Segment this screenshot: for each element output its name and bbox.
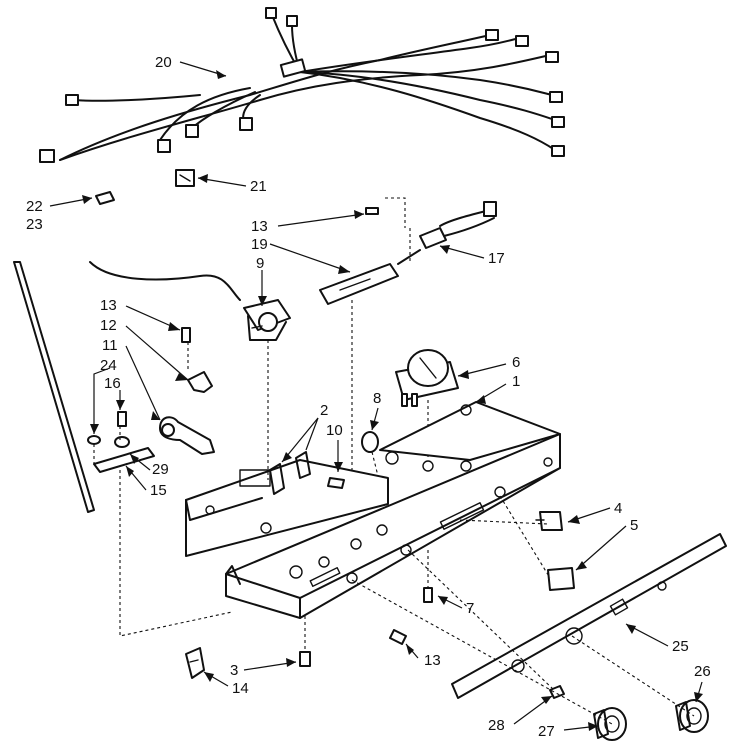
callout-23: 23 — [26, 216, 43, 233]
callout-29: 29 — [152, 461, 169, 478]
callout-27: 27 — [538, 723, 555, 740]
knob-26 — [675, 699, 709, 733]
callout-22: 22 — [26, 198, 43, 215]
callout-20: 20 — [155, 54, 172, 71]
screw-10 — [327, 477, 345, 489]
knob-insert — [361, 431, 379, 453]
assembly-lines — [93, 228, 695, 725]
callout-21: 21 — [250, 178, 267, 195]
callout-8: 8 — [373, 390, 381, 407]
callout-17: 17 — [488, 250, 505, 267]
callout-6: 6 — [512, 354, 520, 371]
callout-13-left: 13 — [100, 297, 117, 314]
control-rod — [13, 261, 95, 513]
callout-10: 10 — [326, 422, 343, 439]
callout-7: 7 — [466, 600, 474, 617]
callout-4: 4 — [614, 500, 622, 517]
callout-25: 25 — [672, 638, 689, 655]
callout-28: 28 — [488, 717, 505, 734]
callout-19: 19 — [251, 236, 268, 253]
knob-27 — [593, 707, 627, 741]
callout-14: 14 — [232, 680, 249, 697]
screw-7 — [423, 550, 433, 603]
callout-26: 26 — [694, 663, 711, 680]
callout-2: 2 — [320, 402, 328, 419]
callout-12: 12 — [100, 317, 117, 334]
callout-24: 24 — [100, 357, 117, 374]
thermostat — [89, 261, 291, 341]
wiring-harness — [39, 7, 565, 163]
callout-16: 16 — [104, 375, 121, 392]
callout-11: 11 — [102, 337, 118, 354]
control-housing — [185, 401, 561, 619]
defrost-timer — [395, 349, 459, 460]
screw-3 — [299, 616, 311, 667]
control-panel — [451, 533, 727, 699]
callout-13-top: 13 — [251, 218, 268, 235]
callout-5: 5 — [630, 517, 638, 534]
small-clip — [95, 191, 115, 205]
callout-3: 3 — [230, 662, 238, 679]
callout-1: 1 — [512, 373, 520, 390]
bulb-assembly — [319, 197, 497, 305]
switch-5 — [547, 567, 575, 591]
callout-labels: 20 21 22 23 13 19 17 9 13 12 11 24 16 6 … — [26, 54, 711, 740]
callout-9: 9 — [256, 255, 264, 272]
leader-lines — [49, 61, 703, 731]
cam-bracket-assembly — [87, 327, 215, 473]
wire-clip — [175, 169, 195, 187]
switch-4 — [535, 511, 563, 531]
callout-15: 15 — [150, 482, 167, 499]
pointer-28 — [549, 685, 565, 699]
screw-13-bottom — [389, 629, 407, 645]
callout-13-bottom: 13 — [424, 652, 441, 669]
bracket-2 — [269, 451, 311, 495]
bracket-14 — [185, 647, 205, 679]
